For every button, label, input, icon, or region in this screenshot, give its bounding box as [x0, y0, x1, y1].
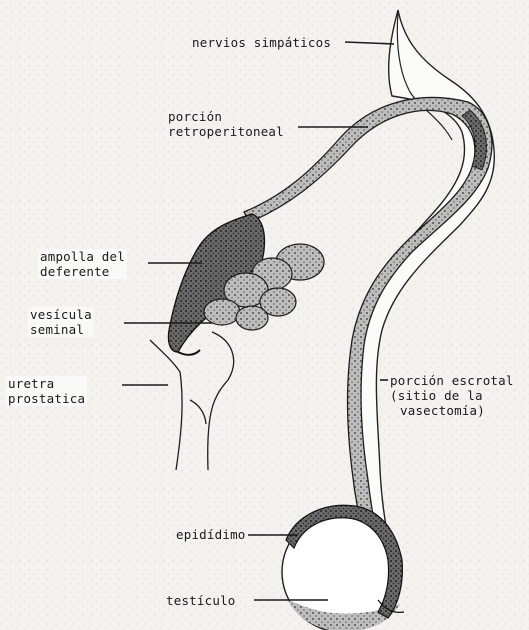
label-escrotal-line3: vasectomía)	[390, 403, 514, 418]
label-ampolla-line1: ampolla del	[40, 249, 125, 264]
label-vesicula-line1: vesícula	[30, 307, 92, 322]
label-vesicula-seminal: vesícula seminal	[28, 307, 94, 337]
label-epididimo: epidídimo	[176, 527, 246, 542]
label-retro-line1: porción	[168, 109, 284, 124]
label-epididimo-text: epidídimo	[176, 527, 246, 542]
label-nervios-text: nervios simpáticos	[192, 35, 331, 50]
label-escrotal-line2: (sitio de la	[390, 388, 514, 403]
label-uretra-line1: uretra	[8, 376, 85, 391]
label-porcion-retroperitoneal: porción retroperitoneal	[168, 109, 284, 139]
label-testiculo: testículo	[166, 593, 236, 608]
label-uretra-line2: prostatica	[8, 391, 85, 406]
label-ampolla-line2: deferente	[40, 264, 125, 279]
label-testiculo-text: testículo	[166, 593, 236, 608]
label-escrotal-line1: porción escrotal	[390, 373, 514, 388]
label-uretra-prostatica: uretra prostatica	[6, 376, 87, 406]
label-ampolla-deferente: ampolla del deferente	[38, 249, 127, 279]
label-nervios-simpaticos: nervios simpáticos	[192, 35, 331, 50]
label-retro-line2: retroperitoneal	[168, 124, 284, 139]
label-porcion-escrotal: porción escrotal (sitio de la vasectomía…	[390, 373, 514, 418]
label-vesicula-line2: seminal	[30, 322, 92, 337]
